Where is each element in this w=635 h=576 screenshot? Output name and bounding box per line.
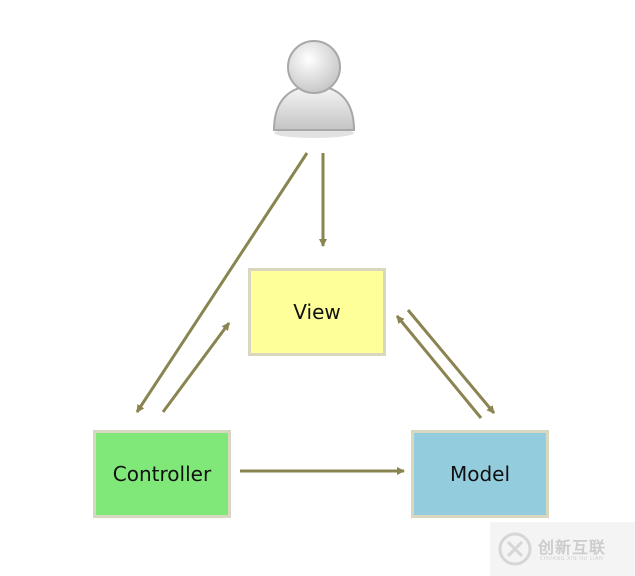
view-label: View xyxy=(293,300,341,324)
controller-node: Controller xyxy=(93,430,231,518)
arrow-controller-to-view xyxy=(161,322,231,413)
watermark-subtitle: CHUANG XIN HU LIAN xyxy=(540,556,604,562)
arrows xyxy=(135,152,496,475)
controller-label: Controller xyxy=(112,462,212,486)
model-label: Model xyxy=(449,462,511,486)
view-node: View xyxy=(248,268,386,356)
watermark-name: 创新互联 xyxy=(538,538,607,557)
chuangxin-logo-icon xyxy=(498,532,532,566)
arrow-view-to-model xyxy=(406,309,496,414)
model-node: Model xyxy=(411,430,549,518)
arrow-model-to-view xyxy=(395,315,483,419)
user-icon xyxy=(272,40,356,138)
arrow-user-to-controller xyxy=(135,152,309,413)
watermark: 创新互联 CHUANG XIN HU LIAN xyxy=(490,522,635,576)
